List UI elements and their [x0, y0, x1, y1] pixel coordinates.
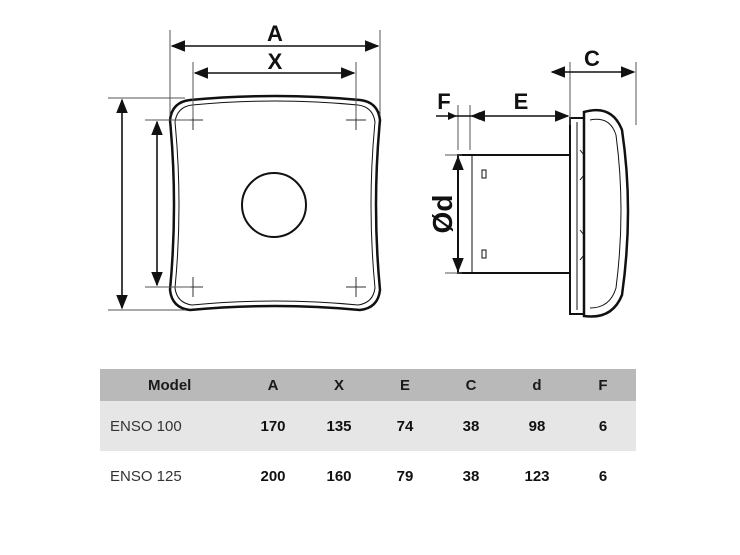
dimension-a-label: A: [267, 21, 283, 46]
cell-a: 170: [240, 401, 306, 451]
technical-drawing: A X: [108, 21, 637, 318]
cell-e: 74: [372, 401, 438, 451]
header-f: F: [570, 369, 636, 401]
dimension-f-label: F: [437, 89, 450, 114]
cell-c: 38: [438, 451, 504, 501]
side-view: C F E Ød: [427, 46, 637, 318]
header-d: d: [504, 369, 570, 401]
table-row: ENSO 100 170 135 74 38 98 6: [100, 401, 636, 451]
dimension-e-label: E: [514, 89, 529, 114]
cell-x: 160: [306, 451, 372, 501]
duct-clip-bottom: [481, 249, 487, 259]
dimension-x-label: X: [268, 49, 283, 74]
side-extension-lines: [445, 62, 637, 274]
table-header-row: Model A X E C d F: [100, 369, 636, 401]
duct-clip-top: [481, 169, 487, 179]
cell-c: 38: [438, 401, 504, 451]
front-cover-profile: [582, 108, 630, 318]
table-row: ENSO 125 200 160 79 38 123 6: [100, 451, 636, 501]
cell-f: 6: [570, 451, 636, 501]
cell-a: 200: [240, 451, 306, 501]
duct-tube: [457, 154, 571, 274]
center-disc: [241, 172, 307, 238]
cell-f: 6: [570, 401, 636, 451]
cell-d: 123: [504, 451, 570, 501]
cell-e: 79: [372, 451, 438, 501]
mount-crosshair-bottom-right: [346, 277, 366, 297]
header-x: X: [306, 369, 372, 401]
front-cover-inner-profile: [589, 118, 622, 309]
cell-d: 98: [504, 401, 570, 451]
cell-model: ENSO 125: [100, 451, 240, 501]
header-a: A: [240, 369, 306, 401]
dimension-c-label: C: [584, 46, 600, 71]
header-e: E: [372, 369, 438, 401]
cell-x: 135: [306, 401, 372, 451]
dimension-d-label: Ød: [427, 195, 458, 234]
header-model: Model: [100, 369, 240, 401]
header-c: C: [438, 369, 504, 401]
front-panel-inner-outline: [174, 100, 376, 306]
front-view: A X: [108, 21, 382, 312]
front-extension-lines: [108, 30, 381, 311]
dimensions-table: Model A X E C d F ENSO 100 170 135 74 38…: [100, 369, 636, 501]
cell-model: ENSO 100: [100, 401, 240, 451]
